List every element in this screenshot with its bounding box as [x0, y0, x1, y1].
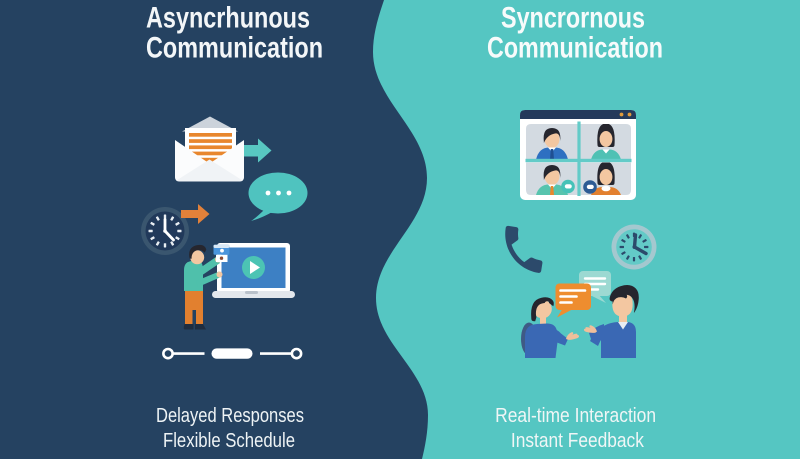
svg-text:Asyncrhunous: Asyncrhunous	[146, 2, 310, 35]
svg-text:Real-time Interaction: Real-time Interaction	[495, 404, 656, 427]
svg-text:Instant Feedback: Instant Feedback	[511, 429, 645, 452]
svg-text:Delayed Responses: Delayed Responses	[156, 404, 304, 427]
svg-text:Flexible Schedule: Flexible Schedule	[163, 429, 295, 452]
svg-text:Communication: Communication	[487, 32, 663, 65]
svg-text:Communication: Communication	[146, 32, 323, 65]
svg-text:Syncrornous: Syncrornous	[501, 2, 645, 35]
